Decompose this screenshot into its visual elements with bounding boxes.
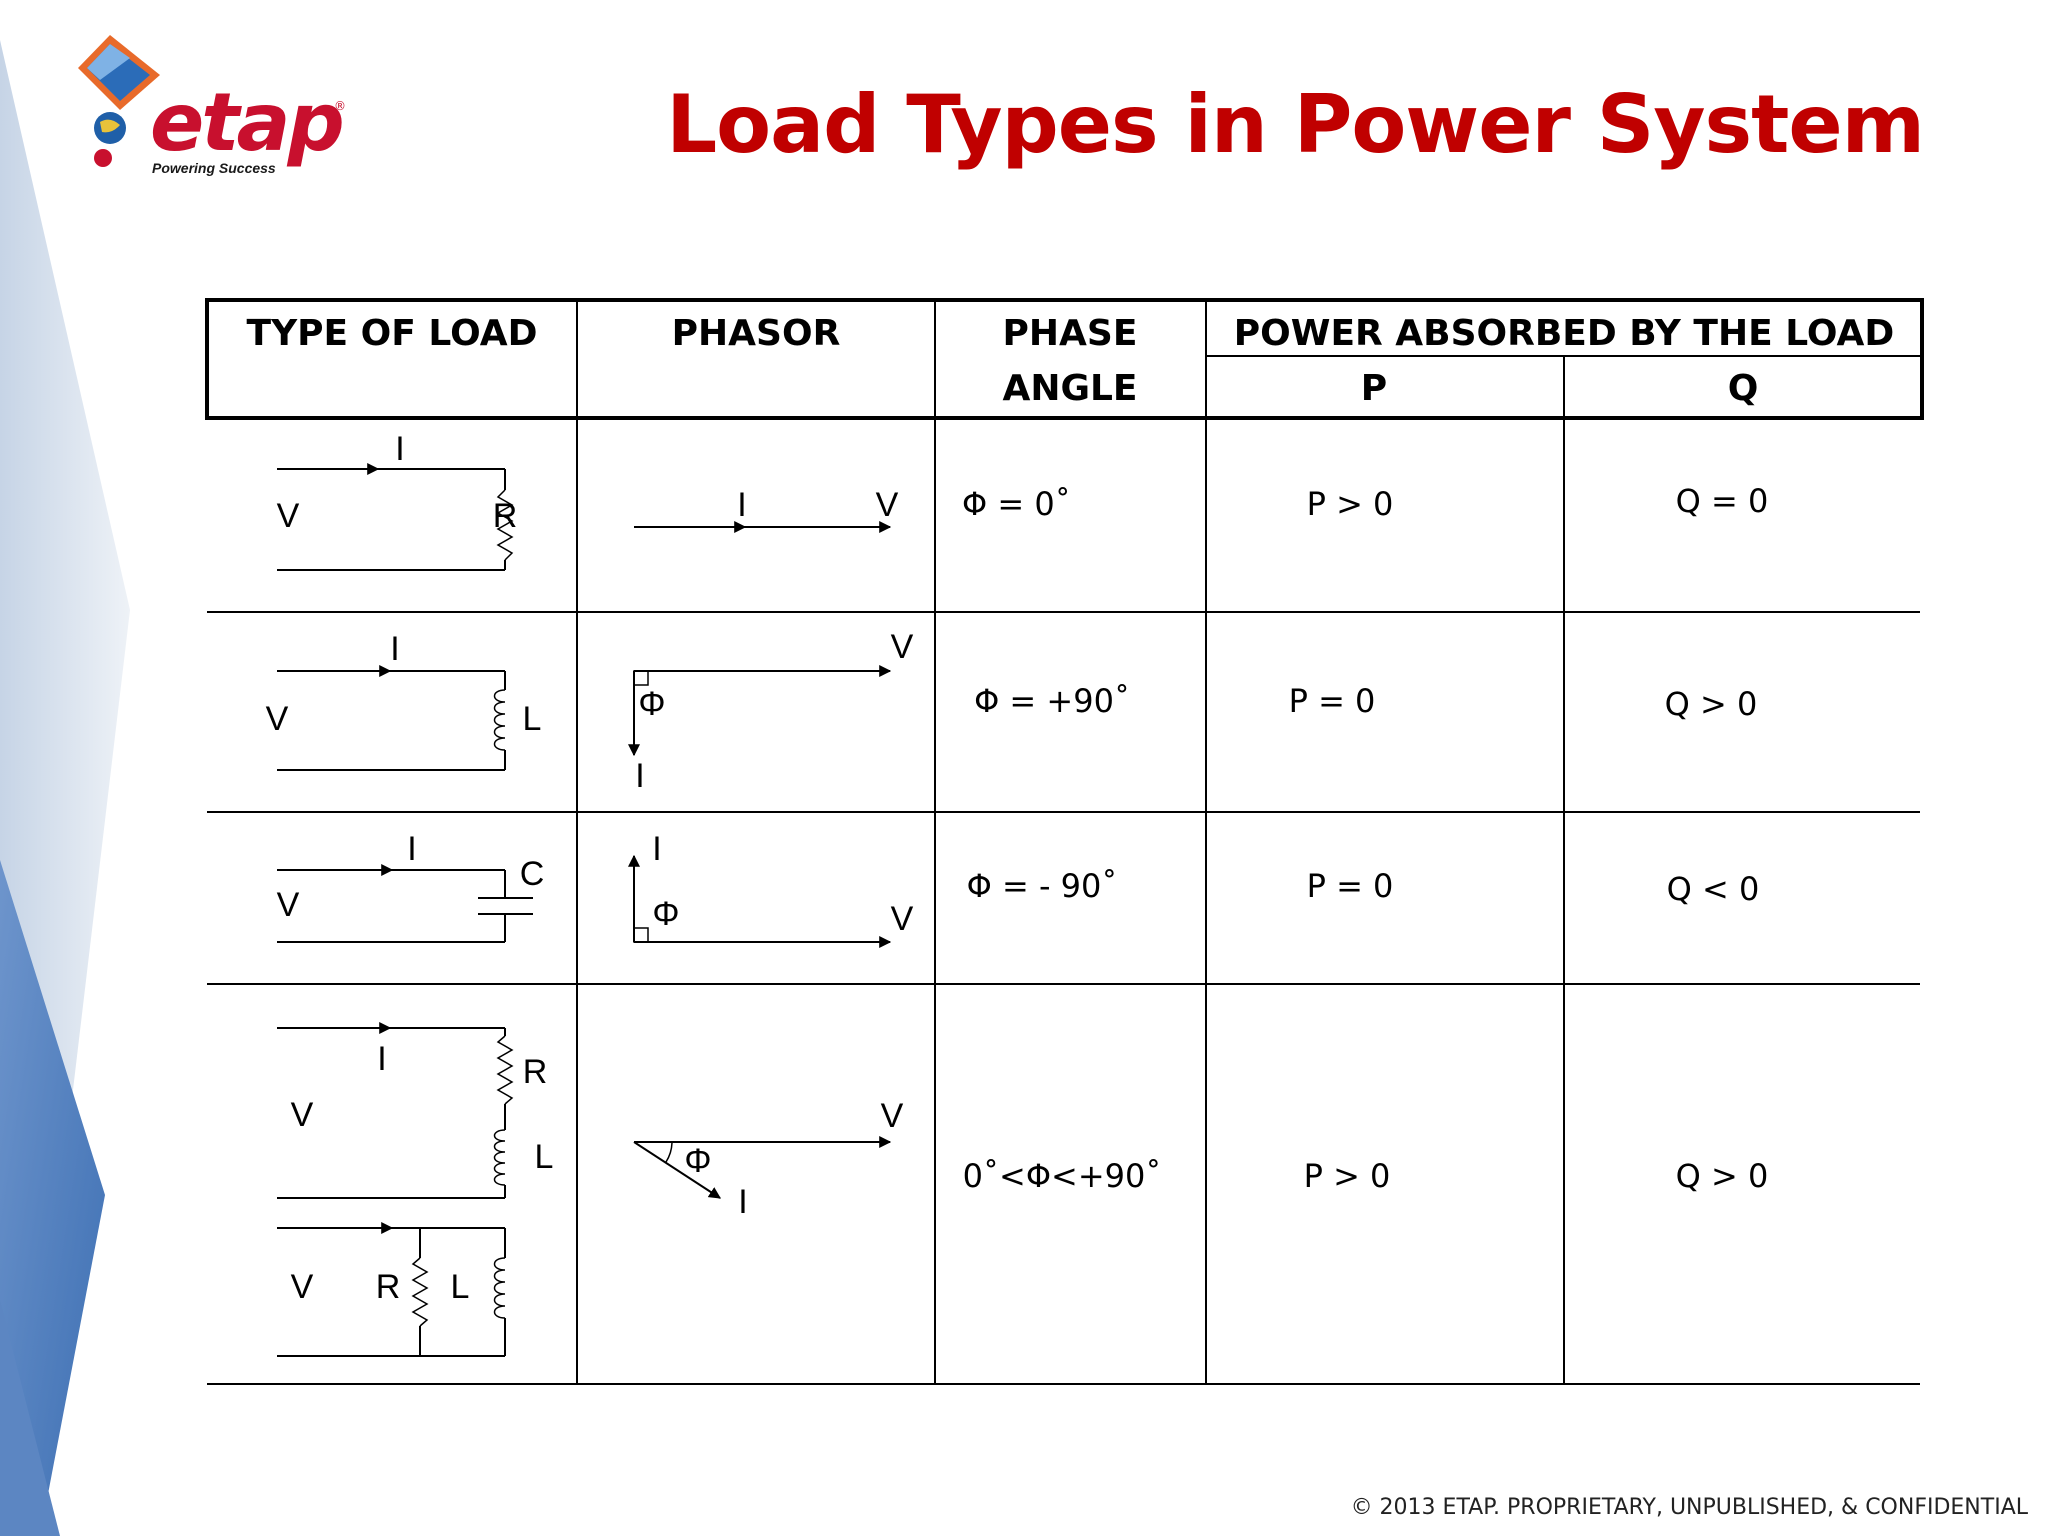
phasor-label-v: V [881, 1097, 904, 1135]
header-q: Q [1728, 368, 1759, 409]
phasor-label-i: I [635, 757, 644, 795]
row-resistive-circuit: I V R [277, 430, 518, 571]
label-i: I [407, 830, 416, 868]
resistor-symbol [411, 1257, 429, 1327]
header-type-of-load: TYPE OF LOAD [247, 313, 538, 354]
current-phasor-arrow [633, 1141, 722, 1199]
q-value: Q > 0 [1676, 1157, 1769, 1195]
angle-arc [665, 1141, 673, 1163]
header-phase-angle-line2: ANGLE [1002, 368, 1137, 409]
page-title: Load Types in Power System [666, 78, 1925, 171]
header-power-absorbed: POWER ABSORBED BY THE LOAD [1234, 313, 1894, 354]
p-value: P > 0 [1307, 485, 1394, 523]
header-phase-angle-line1: PHASE [1003, 313, 1138, 354]
phasor-label-v: V [891, 628, 914, 666]
label-i: I [390, 630, 399, 668]
phasor-label-i: I [737, 486, 746, 524]
phasor-label-v: V [876, 486, 899, 524]
row-rl-parallel-circuit: V R L [277, 1222, 506, 1357]
q-value: Q = 0 [1676, 482, 1769, 520]
phase-angle-value: Φ = - 90˚ [967, 867, 1118, 905]
label-v: V [266, 700, 289, 738]
label-l: L [451, 1268, 470, 1306]
label-v: V [291, 1268, 314, 1306]
p-value: P > 0 [1304, 1157, 1391, 1195]
q-value: Q < 0 [1667, 870, 1760, 908]
row-rl-series-circuit: I V R L [277, 1022, 554, 1199]
label-i: I [395, 430, 404, 468]
phase-angle-value: 0˚<Φ<+90˚ [963, 1157, 1162, 1195]
row-rl-phasor: Φ V I [633, 1097, 904, 1221]
label-l: L [523, 700, 542, 738]
label-l: L [535, 1138, 554, 1176]
phase-angle-value: Φ = 0˚ [962, 485, 1071, 523]
logo-registered-mark: ® [334, 99, 346, 113]
logo-wordmark: etap [150, 76, 342, 169]
row-inductive-circuit: I V L [266, 630, 542, 771]
phasor-label-i: I [738, 1183, 747, 1221]
label-v: V [291, 1096, 314, 1134]
header-p: P [1361, 368, 1387, 409]
row-resistive-phasor: I V [634, 486, 899, 533]
inductor-symbol [493, 1129, 506, 1186]
inductor-symbol [493, 1257, 506, 1319]
phasor-label-phi: Φ [638, 685, 665, 723]
resistor-symbol [496, 1035, 514, 1105]
label-i: I [377, 1040, 386, 1078]
phasor-label-phi: Φ [652, 895, 679, 933]
logo-tagline: Powering Success [152, 160, 276, 176]
etap-logo: etap ® Powering Success [60, 30, 360, 185]
label-c: C [520, 855, 545, 893]
copyright-notice: © 2013 ETAP. PROPRIETARY, UNPUBLISHED, &… [1350, 1495, 2028, 1520]
phasor-label-phi: Φ [684, 1142, 711, 1180]
resistor-symbol [496, 489, 514, 561]
globe-diamond-logo-icon [78, 35, 160, 167]
label-v: V [277, 886, 300, 924]
label-r: R [523, 1053, 548, 1091]
phasor-label-i: I [652, 830, 661, 868]
label-r: R [493, 497, 518, 535]
p-value: P = 0 [1289, 682, 1376, 720]
right-angle-marker [633, 670, 649, 686]
header-phasor: PHASOR [672, 313, 841, 354]
phasor-label-v: V [891, 900, 914, 938]
p-value: P = 0 [1307, 867, 1394, 905]
phase-angle-value: Φ = +90˚ [974, 682, 1130, 720]
row-capacitive-circuit: I V C [277, 830, 545, 943]
row-capacitive-phasor: I Φ V [628, 830, 914, 948]
row-inductive-phasor: V Φ I [628, 628, 914, 795]
q-value: Q > 0 [1665, 685, 1758, 723]
label-v: V [277, 497, 300, 535]
label-r: R [376, 1268, 401, 1306]
inductor-symbol [493, 689, 506, 751]
right-angle-marker [633, 927, 649, 943]
